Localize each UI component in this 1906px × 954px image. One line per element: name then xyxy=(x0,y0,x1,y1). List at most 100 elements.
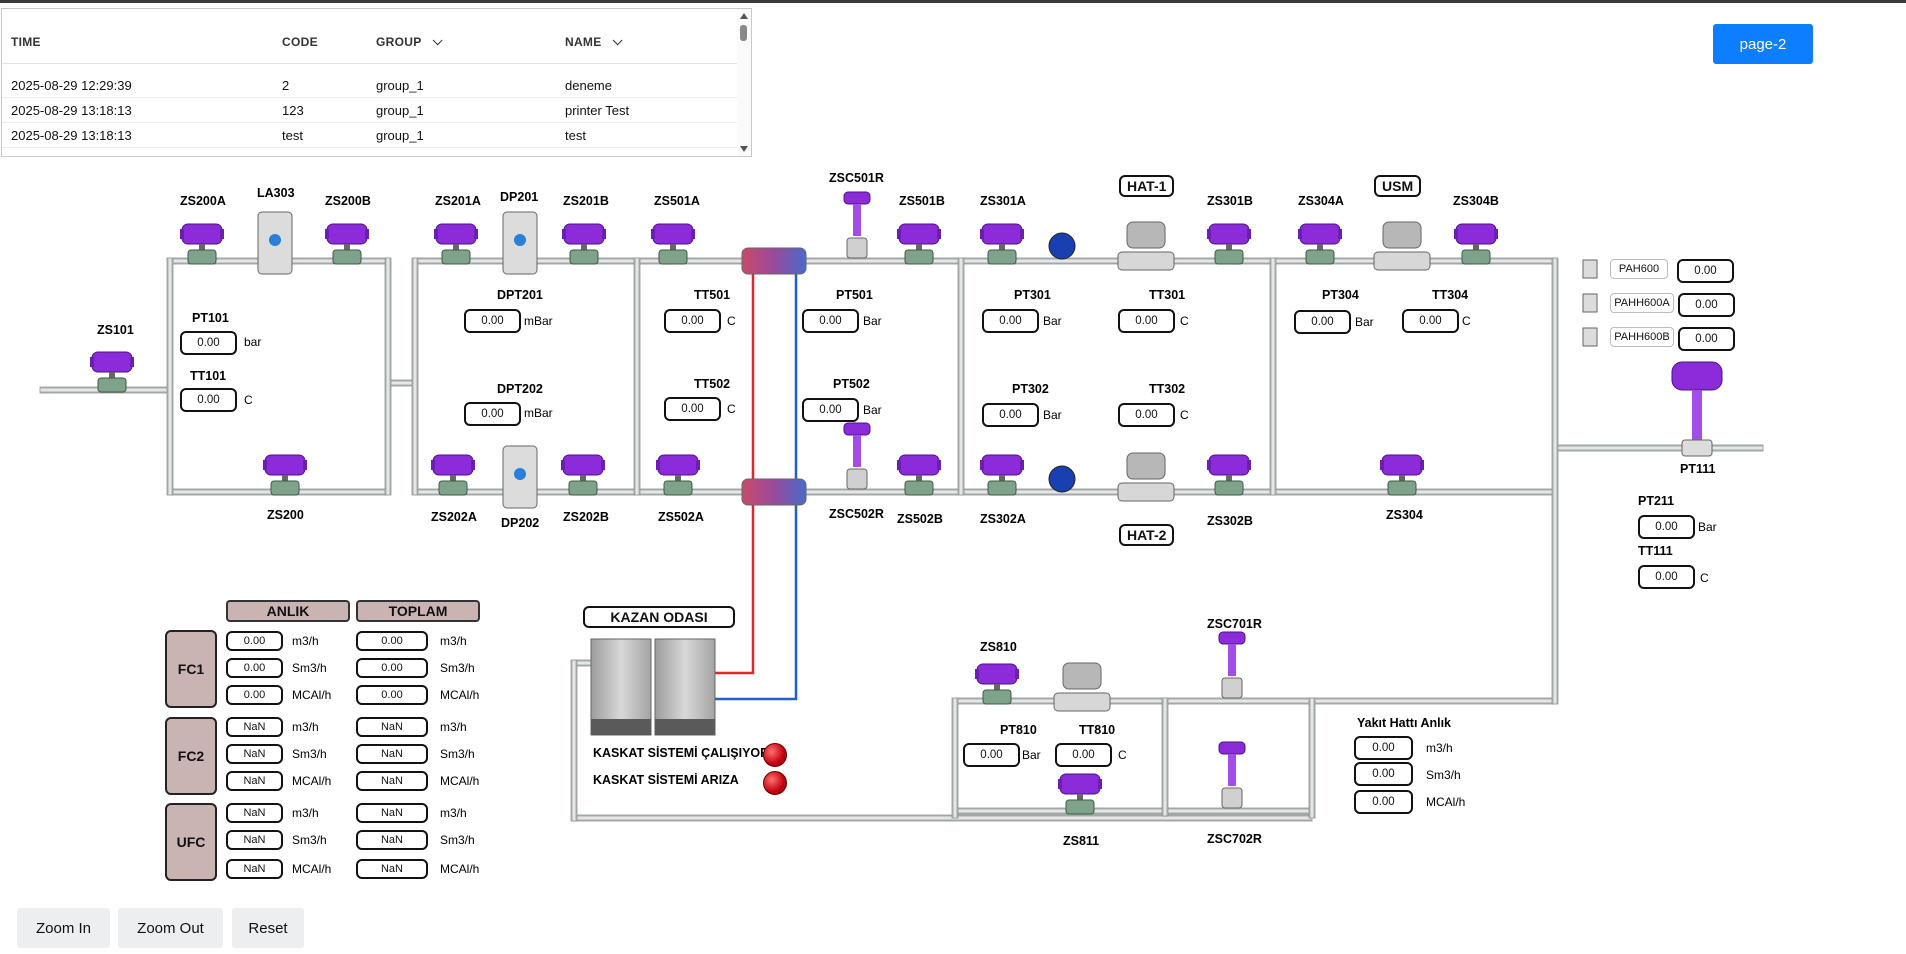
tt810-unit: C xyxy=(1118,748,1127,762)
tt810-label: TT810 xyxy=(1079,723,1116,737)
valve-label-zsc701r: ZSC701R xyxy=(1207,617,1262,631)
ball-valve-zs304[interactable] xyxy=(1379,453,1425,499)
ball-valve-zs302b[interactable] xyxy=(1206,453,1252,499)
flow-anlik-unit: MCAl/h xyxy=(292,688,332,702)
pt111-label: PT111 xyxy=(1680,462,1716,476)
ball-valve-zs501b[interactable] xyxy=(896,222,942,268)
control-valve-zsc701r[interactable] xyxy=(1217,630,1247,702)
control-valve-zsc501r[interactable] xyxy=(842,190,872,262)
ball-valve-zs810[interactable] xyxy=(974,662,1020,708)
column-header-name-label: NAME xyxy=(565,35,602,49)
flow-anlik-unit: m3/h xyxy=(292,634,319,648)
pt211-unit: Bar xyxy=(1698,520,1717,534)
flow-toplam-value: 0.00 xyxy=(356,631,428,651)
pt302-unit: Bar xyxy=(1043,408,1062,422)
flow-anlik-value: 0.00 xyxy=(226,658,283,678)
ball-valve-zs501a[interactable] xyxy=(650,222,696,268)
valve-label-zs304a: ZS304A xyxy=(1298,194,1344,208)
pt501-label: PT501 xyxy=(836,288,873,302)
table-row[interactable]: 2025-08-29 12:29:39 2 group_1 deneme xyxy=(2,73,737,98)
pt502-value: 0.00 xyxy=(802,398,859,422)
valve-label-zs101: ZS101 xyxy=(97,323,134,337)
ball-valve-zs502b[interactable] xyxy=(896,453,942,499)
pt301-label: PT301 xyxy=(1014,288,1051,302)
tt502-unit: C xyxy=(727,402,736,416)
ball-valve-zs302a[interactable] xyxy=(979,453,1025,499)
pt302-label: PT302 xyxy=(1012,382,1049,396)
alarm-label-pahh600b: PAHH600B xyxy=(1610,327,1674,347)
ball-valve-zs200a[interactable] xyxy=(179,222,225,268)
flow-anlik-value: 0.00 xyxy=(226,631,283,651)
zoom-out-button[interactable]: Zoom Out xyxy=(118,908,223,948)
tt810-value: 0.00 xyxy=(1055,743,1112,767)
table-row[interactable]: 2025-08-29 13:18:13 test group_1 test xyxy=(2,123,737,148)
scroll-thumb[interactable] xyxy=(740,25,747,41)
flow-toplam-unit: m3/h xyxy=(440,720,467,734)
column-header-time[interactable]: TIME xyxy=(11,35,41,49)
dpt201-label: DPT201 xyxy=(497,288,543,302)
flow-anlik-unit: MCAl/h xyxy=(292,862,332,876)
flow-toplam-unit: m3/h xyxy=(440,806,467,820)
cell-group: group_1 xyxy=(376,128,424,143)
ball-valve-zs201b[interactable] xyxy=(561,222,607,268)
ball-valve-zs200[interactable] xyxy=(262,453,308,499)
fuel-line-value-m3h: 0.00 xyxy=(1354,736,1413,760)
valve-label-zs304: ZS304 xyxy=(1386,508,1423,522)
zoom-in-button[interactable]: Zoom In xyxy=(17,908,110,948)
meter-label-hat2: HAT-2 xyxy=(1119,524,1175,546)
cell-code: test xyxy=(282,128,303,143)
cell-code: 2 xyxy=(282,78,290,93)
column-header-group[interactable]: GROUP xyxy=(376,35,443,49)
pt301-value: 0.00 xyxy=(982,309,1039,333)
table-row[interactable]: 2025-08-29 13:18:13 123 group_1 printer … xyxy=(2,98,737,123)
cell-time: 2025-08-29 12:29:39 xyxy=(11,78,132,93)
flow-anlik-unit: Sm3/h xyxy=(292,747,327,761)
meter-label-usm: USM xyxy=(1374,175,1422,197)
scroll-up-arrow-icon[interactable] xyxy=(740,13,748,19)
reset-button[interactable]: Reset xyxy=(232,908,304,948)
ball-valve-zs202a[interactable] xyxy=(430,453,476,499)
control-valve-zsc502r[interactable] xyxy=(842,421,872,493)
ball-valve-zs304b[interactable] xyxy=(1453,222,1499,268)
ball-valve-zs200b[interactable] xyxy=(324,222,370,268)
tt304-label: TT304 xyxy=(1432,288,1469,302)
ball-valve-zs502a[interactable] xyxy=(655,453,701,499)
ball-valve-zs202b[interactable] xyxy=(560,453,606,499)
filter-label-dp202: DP202 xyxy=(501,516,540,530)
flow-anlik-unit: MCAl/h xyxy=(292,774,332,788)
ball-valve-zs301b[interactable] xyxy=(1206,222,1252,268)
flow-toplam-value: NaN xyxy=(356,744,428,764)
pt111-regulator xyxy=(1671,361,1723,391)
ball-valve-zs101[interactable] xyxy=(89,350,135,396)
table-scrollbar[interactable] xyxy=(737,9,751,156)
event-log-table[interactable]: TIME CODE GROUP NAME 2025-08-29 12:29:39… xyxy=(1,8,752,157)
cell-code: 123 xyxy=(282,103,304,118)
control-valve-zsc702r[interactable] xyxy=(1217,740,1247,812)
flow-toplam-unit: m3/h xyxy=(440,634,467,648)
column-header-name[interactable]: NAME xyxy=(565,35,623,49)
valve-label-zs202b: ZS202B xyxy=(563,510,609,524)
cell-time: 2025-08-29 13:18:13 xyxy=(11,103,132,118)
dpt201-value: 0.00 xyxy=(464,309,521,333)
cell-name: deneme xyxy=(565,78,612,93)
filter-label-la303: LA303 xyxy=(257,186,295,200)
flow-header-toplam: TOPLAM xyxy=(356,600,480,622)
page-2-button[interactable]: page-2 xyxy=(1713,24,1813,64)
valve-label-zs202a: ZS202A xyxy=(431,510,477,524)
cold-water-line xyxy=(715,268,798,701)
flow-anlik-value: NaN xyxy=(226,744,283,764)
pt211-label: PT211 xyxy=(1638,494,1675,508)
flow-toplam-value: NaN xyxy=(356,830,428,850)
pt304-value: 0.00 xyxy=(1294,310,1351,334)
ball-valve-zs201a[interactable] xyxy=(433,222,479,268)
scroll-down-arrow-icon[interactable] xyxy=(740,146,748,152)
ball-valve-zs304a[interactable] xyxy=(1297,222,1343,268)
column-header-code[interactable]: CODE xyxy=(282,35,318,49)
ball-valve-zs301a[interactable] xyxy=(979,222,1025,268)
valve-label-zsc502r: ZSC502R xyxy=(829,507,884,521)
tt304-value: 0.00 xyxy=(1402,309,1459,333)
ball-valve-zs811[interactable] xyxy=(1057,772,1103,818)
fuel-line-value-mcalh: 0.00 xyxy=(1354,790,1413,814)
hot-water-line xyxy=(715,268,755,675)
valve-label-zsc702r: ZSC702R xyxy=(1207,832,1262,846)
